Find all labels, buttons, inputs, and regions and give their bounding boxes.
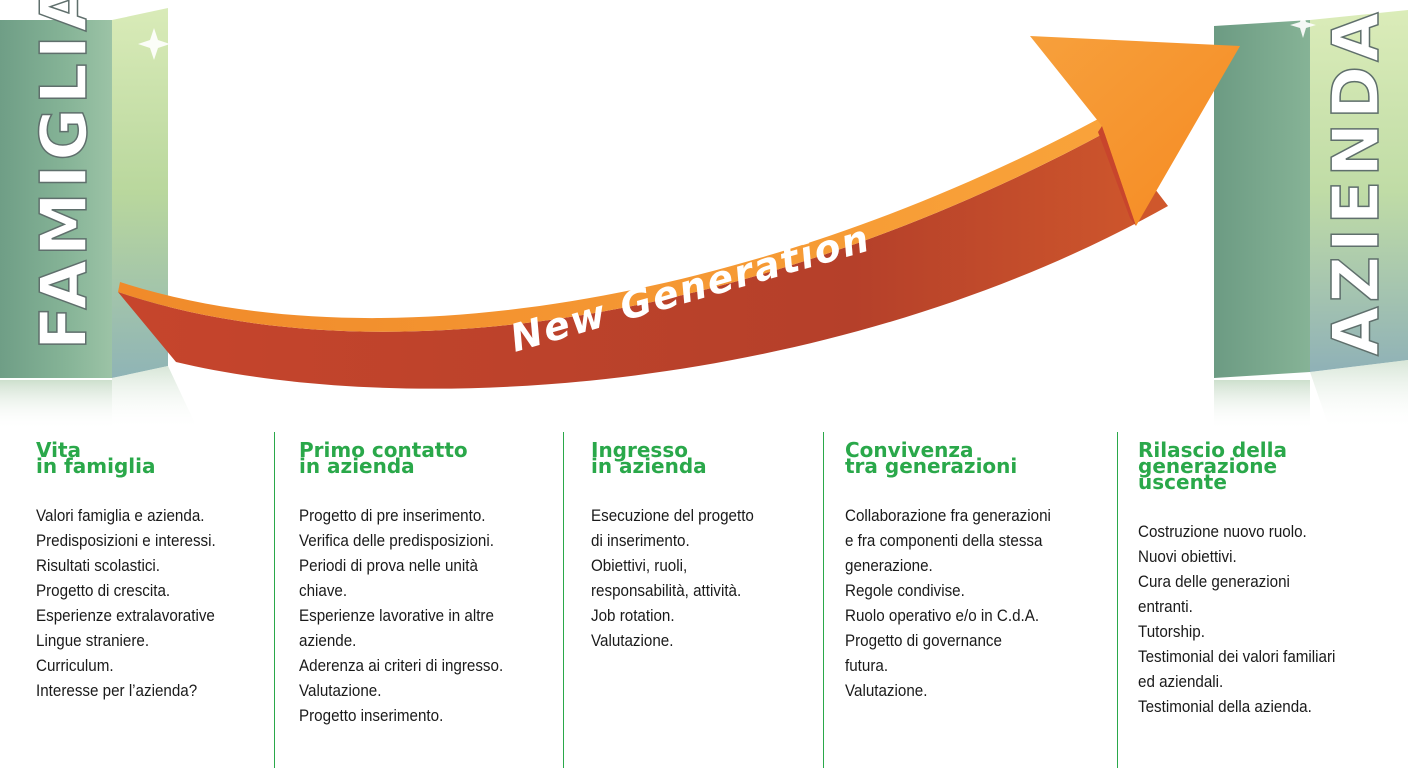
stage-line: responsabilità, attività. [591, 582, 742, 600]
stage-line: Periodi di prova nelle unità [299, 557, 478, 575]
stage-description: Costruzione nuovo ruolo. Nuovi obiettivi… [1138, 520, 1335, 720]
column-divider [563, 432, 564, 768]
stage-line: di inserimento. [591, 532, 690, 550]
stage-line: Regole condivise. [845, 582, 965, 600]
stage-line: generazione. [845, 557, 933, 575]
stage-description: Valori famiglia e azienda. Predisposizio… [36, 504, 216, 704]
stage-line: chiave. [299, 582, 348, 600]
stage-line: Lingue straniere. [36, 632, 150, 650]
stage-line: Valutazione. [299, 682, 382, 700]
column-divider [823, 432, 824, 768]
stage-title: Primo contatto in azienda [299, 438, 468, 478]
stage-line: Job rotation. [591, 607, 675, 625]
pillar-azienda: AZIENDA [1214, 8, 1408, 430]
stage-line: Valori famiglia e azienda. [36, 507, 205, 525]
pillar-label-famiglia: FAMIGLIA [28, 0, 102, 350]
stage-line: Risultati scolastici. [36, 557, 161, 575]
stage-line: Esperienze lavorative in altre [299, 607, 494, 625]
stage-line: Progetto inserimento. [299, 707, 444, 725]
stage-title: Rilascio della generazione uscente [1138, 438, 1288, 494]
stage-description: Progetto di pre inserimento. Verifica de… [299, 504, 503, 729]
stage-column-convivenza: Convivenza tra generazioni Collaborazion… [845, 438, 1069, 704]
stage-line: Obiettivi, ruoli, [591, 557, 688, 575]
stage-line: Aderenza ai criteri di ingresso. [299, 657, 504, 675]
diagram-graphic: FAMIGLIA AZIENDA New Generation [0, 0, 1408, 430]
stage-line: Curriculum. [36, 657, 114, 675]
stage-description: Collaborazione fra generazioni e fra com… [845, 504, 1051, 704]
stage-line: Esecuzione del progetto [591, 507, 754, 525]
stage-description: Esecuzione del progetto di inserimento. … [591, 504, 754, 654]
stage-line: Collaborazione fra generazioni [845, 507, 1051, 525]
stage-line: Costruzione nuovo ruolo. [1138, 523, 1307, 541]
stage-line: futura. [845, 657, 889, 675]
stage-line: e fra componenti della stessa [845, 532, 1043, 550]
stage-title: Vita in famiglia [36, 438, 156, 478]
stage-line: Interesse per l’azienda? [36, 682, 198, 700]
stage-title: Ingresso in azienda [591, 438, 707, 478]
stage-column-primo-contatto: Primo contatto in azienda Progetto di pr… [299, 438, 521, 729]
stage-column-rilascio: Rilascio della generazione uscente Costr… [1138, 438, 1353, 720]
stage-line: Testimonial dei valori familiari [1138, 648, 1336, 666]
stage-column-ingresso: Ingresso in azienda Esecuzione del proge… [591, 438, 768, 654]
stage-line: Progetto di governance [845, 632, 1002, 650]
pillar-label-azienda: AZIENDA [1320, 8, 1394, 356]
stage-line: Progetto di crescita. [36, 582, 171, 600]
stage-line: Valutazione. [845, 682, 928, 700]
stage-line: Predisposizioni e interessi. [36, 532, 216, 550]
sparkle-icon [138, 28, 170, 60]
stage-line: Tutorship. [1138, 623, 1205, 641]
new-generation-arrow: New Generation [118, 36, 1240, 389]
stage-line: Nuovi obiettivi. [1138, 548, 1237, 566]
column-divider [274, 432, 275, 768]
stage-line: Cura delle generazioni [1138, 573, 1290, 591]
stage-line: aziende. [299, 632, 357, 650]
column-divider [1117, 432, 1118, 768]
pillar-famiglia: FAMIGLIA [0, 0, 198, 430]
stage-line: Esperienze extralavorative [36, 607, 215, 625]
sparkle-icon [1290, 12, 1316, 38]
stage-line: entranti. [1138, 598, 1193, 616]
stage-line: Verifica delle predisposizioni. [299, 532, 494, 550]
stage-line: Valutazione. [591, 632, 674, 650]
stage-line: Testimonial della azienda. [1138, 698, 1312, 716]
stage-line: ed aziendali. [1138, 673, 1224, 691]
stage-line: Progetto di pre inserimento. [299, 507, 486, 525]
stage-column-vita-in-famiglia: Vita in famiglia Valori famiglia e azien… [36, 438, 231, 704]
stage-line: Ruolo operativo e/o in C.d.A. [845, 607, 1040, 625]
stage-title: Convivenza tra generazioni [845, 438, 1018, 478]
